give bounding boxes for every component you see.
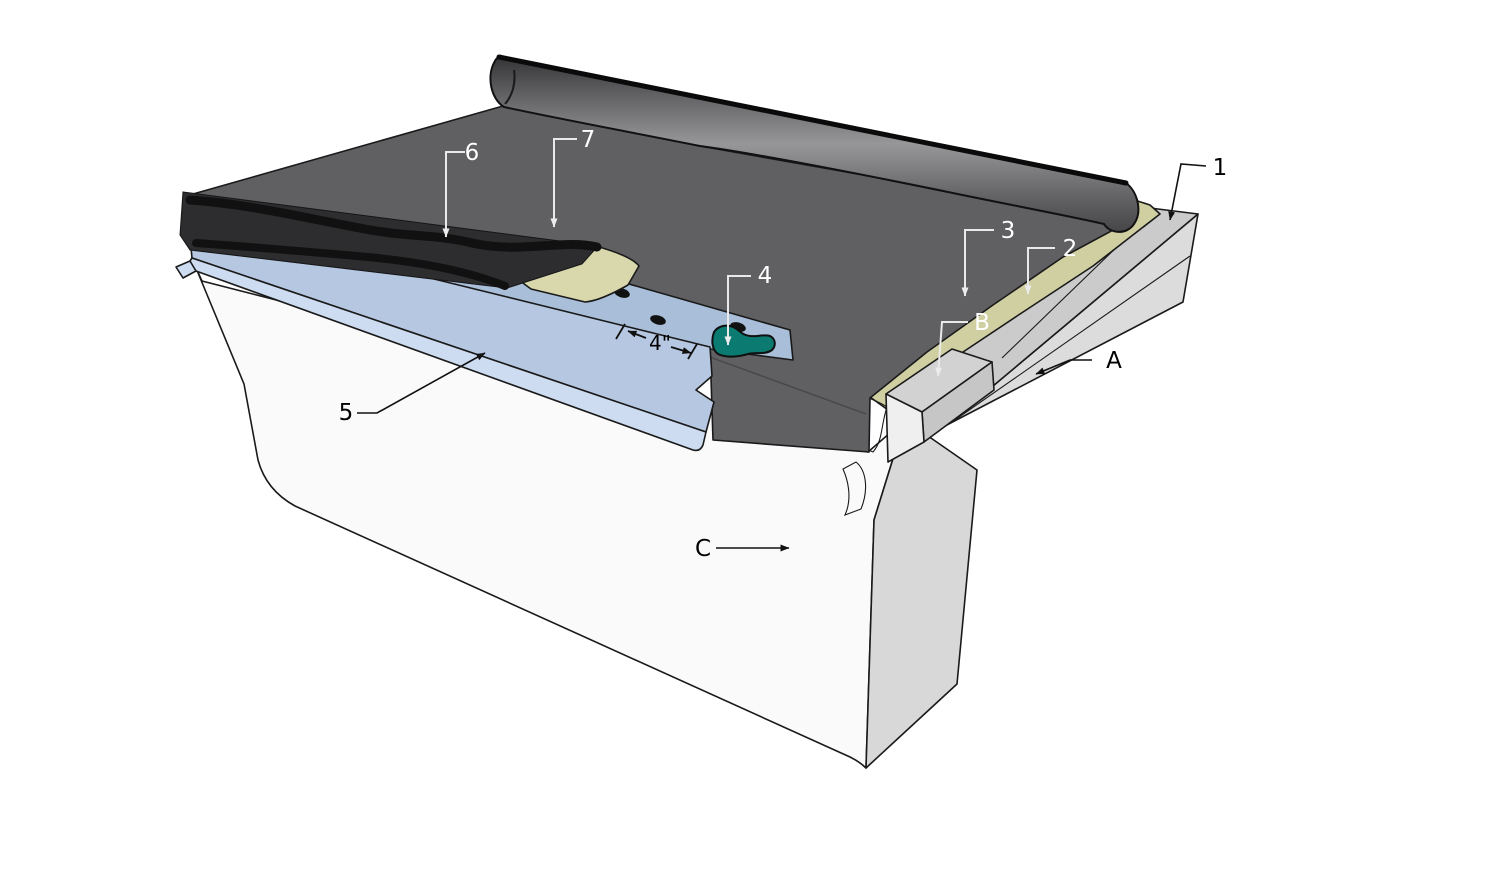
insulation-cut-lower <box>842 461 867 516</box>
callout-6: 6 <box>465 140 480 166</box>
dimension-4in <box>615 323 698 360</box>
callout-4: 4 <box>758 263 773 289</box>
leader-7 <box>550 138 577 228</box>
leader-4 <box>724 275 751 346</box>
membrane-edge-fold-line <box>706 355 867 415</box>
callout-5: 5 <box>339 400 354 426</box>
sealant-bead-upper <box>185 195 602 252</box>
fastener-hole <box>650 315 666 325</box>
callout-C: C <box>695 536 711 562</box>
dimension-arrow-right <box>670 346 692 354</box>
blocking-cut-face <box>885 393 925 463</box>
wall-side-face <box>865 419 978 769</box>
leader-5 <box>357 352 486 414</box>
callout-A: A <box>1106 348 1122 374</box>
leader-A <box>1035 359 1092 375</box>
wall-group <box>195 267 978 769</box>
leader-3 <box>961 229 994 297</box>
callout-2: 2 <box>1063 236 1078 262</box>
leader-2 <box>1024 247 1055 295</box>
dimension-tick-right <box>687 343 698 360</box>
membrane-roll-curl-line <box>504 69 516 105</box>
dimension-tick-left <box>615 323 626 340</box>
callout-B: B <box>974 310 990 336</box>
leader-B <box>935 321 968 377</box>
dimension-arrow-left <box>627 330 647 339</box>
stripping-group <box>179 191 640 303</box>
callout-7: 7 <box>581 127 596 153</box>
callout-1: 1 <box>1213 155 1228 181</box>
leader-1 <box>1168 163 1207 221</box>
membrane-roll-group <box>489 54 1140 233</box>
membrane-roll <box>489 55 1140 233</box>
annotations: 4" 6 7 1 3 2 B A 4 5 C <box>339 127 1228 562</box>
membrane-roll-top-edge <box>496 54 1129 186</box>
deck-front-face-layer-line <box>951 255 1191 423</box>
leader-6 <box>442 151 465 238</box>
fascia-drip-kick <box>175 260 197 279</box>
sealant-bead-lower <box>192 239 509 290</box>
callout-3: 3 <box>1001 218 1016 244</box>
dimension-label: 4" <box>649 331 671 355</box>
